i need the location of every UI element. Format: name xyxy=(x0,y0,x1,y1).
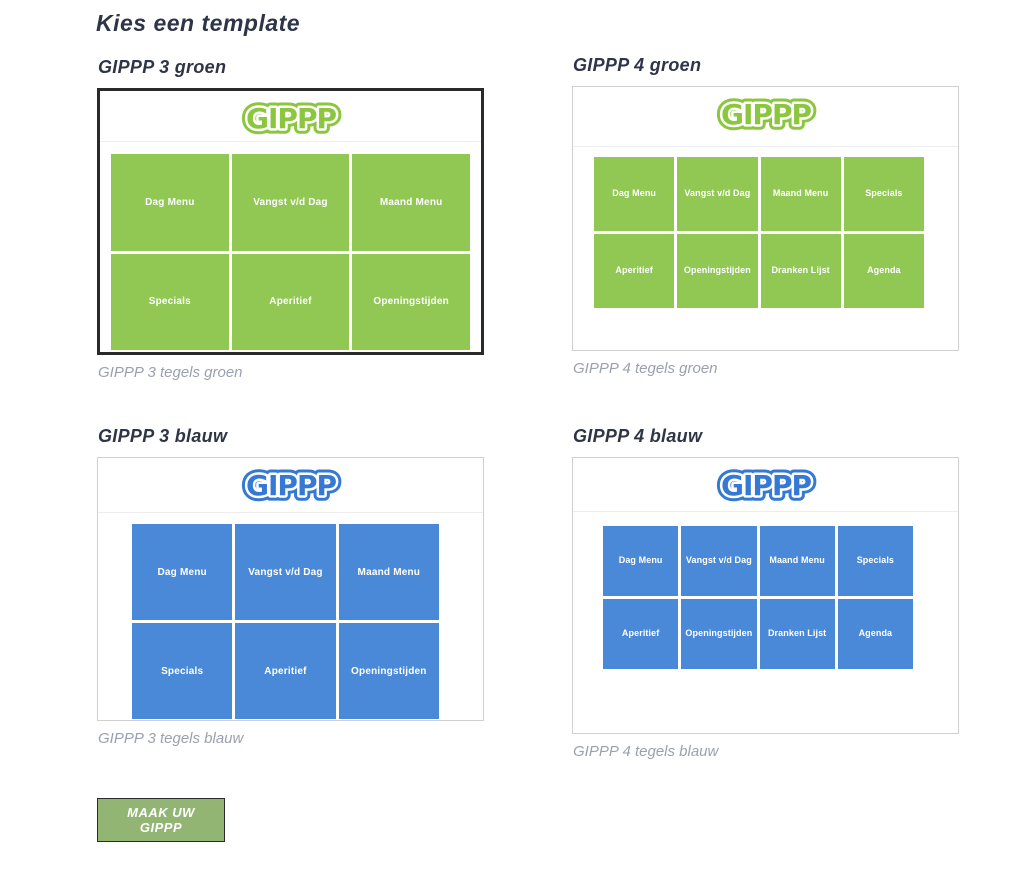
tile: Specials xyxy=(132,623,233,719)
svg-text:GIPPP: GIPPP xyxy=(246,102,336,135)
tile: Maand Menu xyxy=(759,526,835,596)
template-heading: GIPPP 4 groen xyxy=(573,55,702,75)
page-title: Kies een template xyxy=(96,10,301,36)
svg-text:GIPPP: GIPPP xyxy=(721,98,811,131)
gippp-logo: GIPPP GIPPP GIPPP xyxy=(573,92,958,137)
svg-text:GIPPP: GIPPP xyxy=(246,102,336,135)
logo-divider xyxy=(573,511,958,512)
tile: Maand Menu xyxy=(760,157,841,231)
tile: Openingstijden xyxy=(677,234,758,308)
template-heading: GIPPP 3 groen xyxy=(98,57,227,77)
template-block-gippp-4-blauw: GIPPP 4 blauw GIPPP GIPPP GIPPP Dag Menu… xyxy=(572,426,959,760)
template-caption: GIPPP 4 tegels groen xyxy=(573,360,718,377)
svg-text:GIPPP: GIPPP xyxy=(246,469,336,502)
svg-text:GIPPP: GIPPP xyxy=(721,98,811,131)
template-preview-gippp-4-groen[interactable]: GIPPP GIPPP GIPPP Dag Menu Vangst v/d Da… xyxy=(572,86,959,351)
template-caption: GIPPP 4 tegels blauw xyxy=(573,743,719,760)
tile: Maand Menu xyxy=(352,154,470,251)
template-heading: GIPPP 4 blauw xyxy=(573,426,703,446)
template-block-gippp-3-blauw: GIPPP 3 blauw GIPPP GIPPP GIPPP Dag Menu… xyxy=(97,426,484,747)
svg-text:GIPPP: GIPPP xyxy=(246,469,336,502)
tile: Agenda xyxy=(837,599,913,669)
svg-text:GIPPP: GIPPP xyxy=(246,102,336,135)
tile-grid: Dag Menu Vangst v/d Dag Maand Menu Speci… xyxy=(132,524,439,719)
tile: Aperitief xyxy=(603,599,679,669)
gippp-logo: GIPPP GIPPP GIPPP xyxy=(98,463,483,508)
template-block-gippp-3-groen: GIPPP 3 groen GIPPP GIPPP GIPPP Dag Menu… xyxy=(97,57,484,381)
tile: Dag Menu xyxy=(111,154,229,251)
template-preview-gippp-4-blauw[interactable]: GIPPP GIPPP GIPPP Dag Menu Vangst v/d Da… xyxy=(572,457,959,734)
tile: Openingstijden xyxy=(352,253,470,350)
svg-text:GIPPP: GIPPP xyxy=(721,98,811,131)
gippp-logo: GIPPP GIPPP GIPPP xyxy=(100,96,481,141)
tile: Aperitief xyxy=(231,253,350,350)
tile: Dag Menu xyxy=(603,526,679,596)
svg-text:GIPPP: GIPPP xyxy=(721,469,811,502)
tile: Specials xyxy=(111,253,229,350)
template-preview-gippp-3-blauw[interactable]: GIPPP GIPPP GIPPP Dag Menu Vangst v/d Da… xyxy=(97,457,484,721)
tile-grid: Dag Menu Vangst v/d Dag Maand Menu Speci… xyxy=(603,526,913,669)
svg-text:GIPPP: GIPPP xyxy=(246,469,336,502)
tile: Dranken Lijst xyxy=(759,599,835,669)
template-heading: GIPPP 3 blauw xyxy=(98,426,228,446)
svg-text:GIPPP: GIPPP xyxy=(721,469,811,502)
tile: Openingstijden xyxy=(338,623,439,719)
maak-uw-gippp-button[interactable]: MAAK UW GIPPP xyxy=(97,798,225,842)
tile: Specials xyxy=(843,157,924,231)
tile: Agenda xyxy=(843,234,924,308)
tile: Specials xyxy=(837,526,913,596)
tile: Dag Menu xyxy=(594,157,675,231)
tile: Dag Menu xyxy=(132,524,233,620)
gippp-logo: GIPPP GIPPP GIPPP xyxy=(573,463,958,508)
tile: Dranken Lijst xyxy=(760,234,841,308)
tile: Vangst v/d Dag xyxy=(231,154,350,251)
svg-text:GIPPP: GIPPP xyxy=(721,469,811,502)
template-block-gippp-4-groen: GIPPP 4 groen GIPPP GIPPP GIPPP Dag Menu… xyxy=(572,55,959,377)
logo-divider xyxy=(573,146,958,147)
tile: Maand Menu xyxy=(338,524,439,620)
template-caption: GIPPP 3 tegels blauw xyxy=(98,730,244,747)
tile: Aperitief xyxy=(235,623,336,719)
logo-divider xyxy=(100,141,481,142)
tile: Aperitief xyxy=(594,234,675,308)
tile: Vangst v/d Dag xyxy=(235,524,336,620)
tile-grid: Dag Menu Vangst v/d Dag Maand Menu Speci… xyxy=(111,154,470,350)
template-caption: GIPPP 3 tegels groen xyxy=(98,364,243,381)
logo-divider xyxy=(98,512,483,513)
tile-grid: Dag Menu Vangst v/d Dag Maand Menu Speci… xyxy=(594,157,924,308)
tile: Vangst v/d Dag xyxy=(681,526,757,596)
tile: Openingstijden xyxy=(681,599,757,669)
tile: Vangst v/d Dag xyxy=(677,157,758,231)
template-preview-gippp-3-groen[interactable]: GIPPP GIPPP GIPPP Dag Menu Vangst v/d Da… xyxy=(97,88,484,355)
